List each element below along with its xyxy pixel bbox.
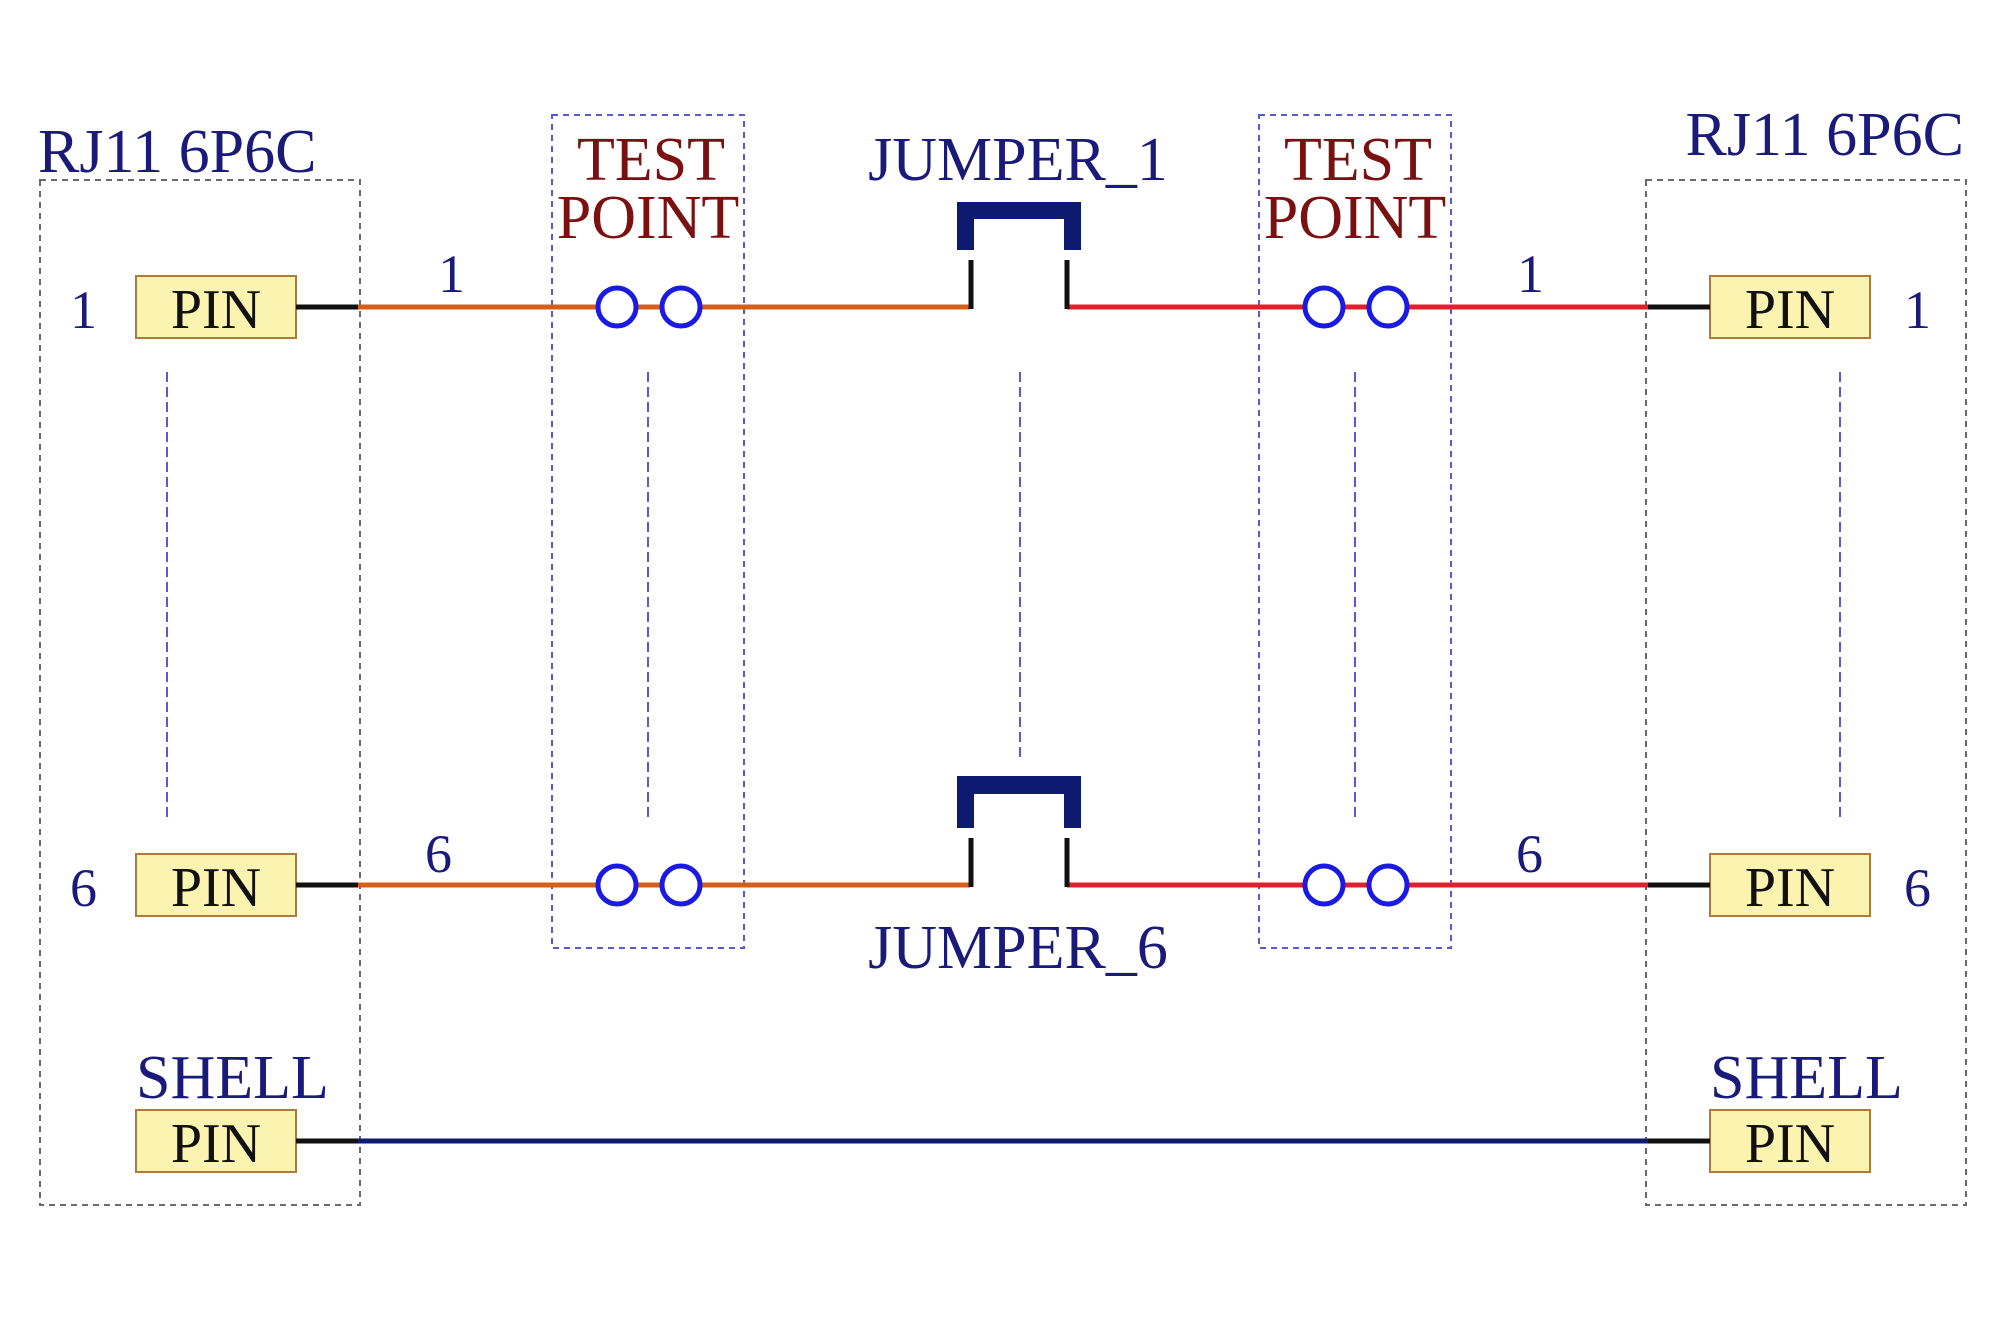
jumper-1-symbol — [957, 202, 1081, 309]
wire-label-left-top: 1 — [438, 244, 465, 304]
test-point-ring — [1366, 863, 1410, 907]
left-test-point-box — [551, 114, 745, 949]
right-shell-pin — [1709, 1109, 1871, 1173]
right-pin-number-top: 1 — [1904, 280, 1931, 340]
right-pin-1-label: PIN — [1745, 279, 1835, 341]
test-point-ring — [595, 863, 639, 907]
test-point-ring — [595, 285, 639, 329]
right-pin-number-bottom: 6 — [1904, 858, 1931, 918]
left-connector-title: RJ11 6P6C — [38, 118, 317, 186]
wire-label-left-bottom: 6 — [425, 824, 452, 884]
jumper-6-symbol — [957, 776, 1081, 887]
right-connector-title: RJ11 6P6C — [1685, 101, 1964, 169]
left-pin-number-bottom: 6 — [70, 858, 97, 918]
test-point-ring — [659, 863, 703, 907]
right-test-point-box — [1258, 114, 1452, 949]
left-shell-pin-label: PIN — [171, 1113, 261, 1175]
left-pin-1 — [135, 275, 297, 339]
right-connector-box — [1645, 179, 1967, 1206]
left-shell-label: SHELL — [136, 1044, 329, 1112]
test-point-ring — [1302, 285, 1346, 329]
right-pin-6 — [1709, 853, 1871, 917]
left-pin-6 — [135, 853, 297, 917]
left-test-point-label-line2: POINT — [557, 184, 740, 252]
test-point-ring — [659, 285, 703, 329]
left-pin-6-label: PIN — [171, 857, 261, 919]
right-pin-1 — [1709, 275, 1871, 339]
wire-label-right-bottom: 6 — [1516, 824, 1543, 884]
right-pin-6-label: PIN — [1745, 857, 1835, 919]
right-shell-pin-label: PIN — [1745, 1113, 1835, 1175]
wire-label-right-top: 1 — [1517, 244, 1544, 304]
left-test-point-label-line1: TEST — [577, 126, 725, 194]
right-shell-label: SHELL — [1710, 1044, 1903, 1112]
test-point-ring — [1302, 863, 1346, 907]
left-connector-box — [39, 179, 361, 1206]
jumper-6-label: JUMPER_6 — [868, 914, 1168, 982]
right-test-point-label-line2: POINT — [1264, 184, 1447, 252]
test-point-ring — [1366, 285, 1410, 329]
jumper-1-label: JUMPER_1 — [868, 126, 1168, 194]
left-pin-1-label: PIN — [171, 279, 261, 341]
right-test-point-label-line1: TEST — [1284, 126, 1432, 194]
left-pin-number-top: 1 — [70, 280, 97, 340]
